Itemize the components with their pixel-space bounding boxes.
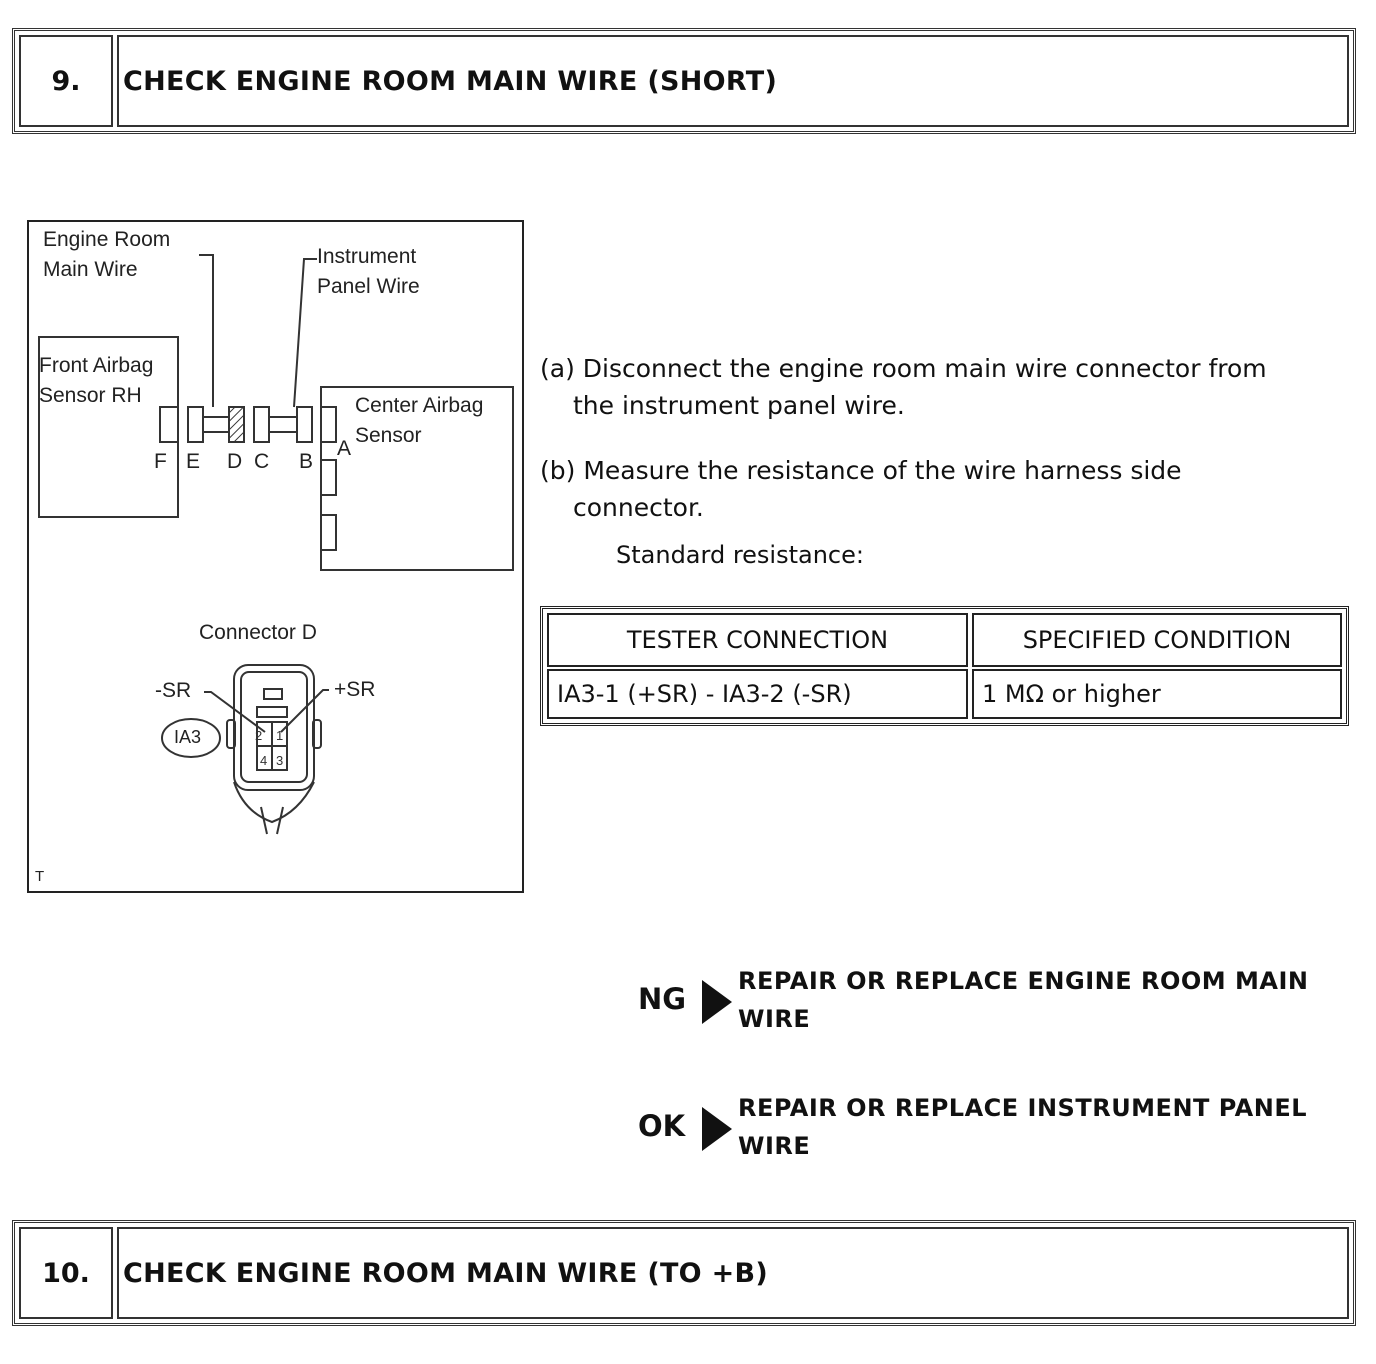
- table-header-cell: SPECIFIED CONDITION: [972, 613, 1342, 667]
- label-line: Sensor: [355, 424, 422, 447]
- connector-f: [159, 406, 179, 443]
- action-line: WIRE: [738, 1005, 811, 1033]
- front-airbag-sensor-label: Front Airbag Sensor RH: [39, 351, 153, 411]
- table-cell: IA3-1 (+SR) - IA3-2 (-SR): [547, 669, 968, 719]
- label-line: Sensor RH: [39, 384, 142, 407]
- step-title: CHECK ENGINE ROOM MAIN WIRE (SHORT): [117, 35, 1349, 127]
- standard-resistance-label: Standard resistance:: [616, 541, 864, 569]
- ng-action: REPAIR OR REPLACE ENGINE ROOM MAIN WIRE: [738, 962, 1338, 1038]
- arrow-right-icon: [702, 1107, 732, 1151]
- connector-e: [187, 406, 204, 443]
- svg-text:3: 3: [276, 753, 283, 768]
- label-line: Center Airbag: [355, 394, 484, 417]
- ok-action: REPAIR OR REPLACE INSTRUMENT PANEL WIRE: [738, 1089, 1338, 1165]
- instruction-b: (b) Measure the resistance of the wire h…: [540, 452, 1360, 526]
- instruction-a: (a) Disconnect the engine room main wire…: [540, 350, 1360, 424]
- ia3-label: IA3: [174, 727, 202, 747]
- letter-d: D: [227, 450, 243, 473]
- connector-d-title: Connector D: [199, 621, 317, 644]
- step-number: 10.: [19, 1227, 113, 1319]
- step-number: 9.: [19, 35, 113, 127]
- center-airbag-sensor-label: Center Airbag Sensor: [355, 391, 483, 451]
- action-line: REPAIR OR REPLACE ENGINE ROOM MAIN: [738, 967, 1309, 995]
- action-line: WIRE: [738, 1132, 811, 1160]
- table-cell: 1 MΩ or higher: [972, 669, 1342, 719]
- instruction-b-line1: (b) Measure the resistance of the wire h…: [540, 456, 1182, 485]
- letter-a: A: [337, 437, 352, 460]
- step-10-header: 10. CHECK ENGINE ROOM MAIN WIRE (TO +B): [12, 1220, 1356, 1326]
- wiring-diagram-graphic: 2 1 4 3: [38, 254, 514, 835]
- svg-text:4: 4: [260, 753, 267, 768]
- connector-a: [320, 406, 337, 443]
- instruction-b-line2: connector.: [573, 493, 704, 522]
- label-line: Main Wire: [43, 258, 138, 281]
- letter-b: B: [299, 450, 314, 473]
- action-line: REPAIR OR REPLACE INSTRUMENT PANEL: [738, 1094, 1307, 1122]
- label-line: Engine Room: [43, 228, 171, 251]
- plus-sr-label: +SR: [334, 678, 376, 701]
- table-header-cell: TESTER CONNECTION: [547, 613, 968, 667]
- engine-room-main-wire-label: Engine Room Main Wire: [43, 225, 170, 285]
- instrument-panel-wire-label: Instrument Panel Wire: [317, 242, 420, 302]
- label-line: Panel Wire: [317, 275, 420, 298]
- step-title: CHECK ENGINE ROOM MAIN WIRE (TO +B): [117, 1227, 1349, 1319]
- instruction-a-line2: the instrument panel wire.: [573, 391, 905, 420]
- instruction-a-line1: (a) Disconnect the engine room main wire…: [540, 354, 1267, 383]
- letter-f: F: [154, 450, 167, 473]
- arrow-right-icon: [702, 980, 732, 1024]
- minus-sr-label: -SR: [155, 679, 192, 702]
- ng-tag: NG: [638, 982, 687, 1016]
- connector-c: [253, 406, 270, 443]
- svg-text:2: 2: [255, 728, 262, 743]
- label-line: Front Airbag: [39, 354, 154, 377]
- label-line: Instrument: [317, 245, 417, 268]
- ok-tag: OK: [638, 1109, 686, 1143]
- connector-d-closeup: [161, 664, 329, 835]
- step-9-header: 9. CHECK ENGINE ROOM MAIN WIRE (SHORT): [12, 28, 1356, 134]
- corner-mark: T: [35, 868, 45, 885]
- connector-b: [296, 406, 313, 443]
- letter-c: C: [254, 450, 270, 473]
- svg-text:1: 1: [276, 728, 283, 743]
- wiring-diagram: 2 1 4 3 Engine Room Main Wire Instrument…: [27, 220, 524, 893]
- spec-table: TESTER CONNECTION SPECIFIED CONDITION IA…: [540, 606, 1349, 726]
- letter-e: E: [186, 450, 201, 473]
- connector-d: [228, 406, 245, 443]
